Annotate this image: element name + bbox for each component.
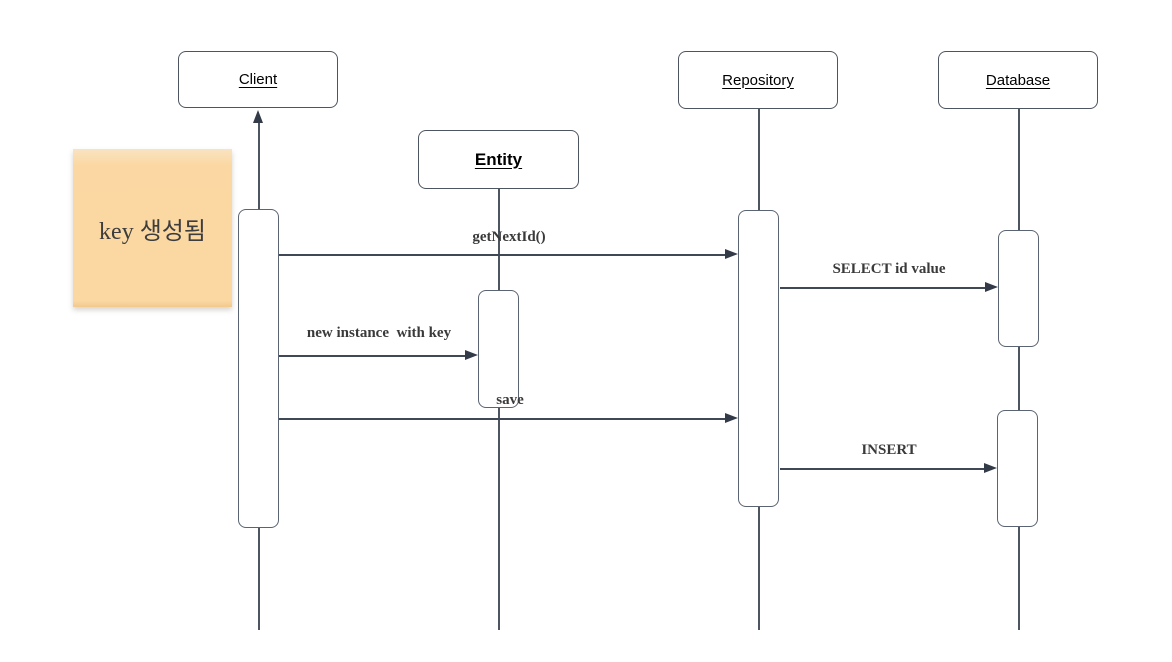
message-select-line	[780, 287, 986, 289]
message-newinstance-arrowhead-icon	[465, 350, 478, 360]
message-select-arrowhead-icon	[985, 282, 998, 292]
message-insert-arrowhead-icon	[984, 463, 997, 473]
lifeline-repository-upper	[758, 109, 760, 210]
lifeline-header-entity-label: Entity	[474, 149, 523, 169]
activation-database-2[interactable]	[997, 410, 1038, 527]
lifeline-entity-upper	[498, 189, 500, 290]
message-getnextid-line	[279, 254, 726, 256]
lifeline-repository-lower	[758, 507, 760, 630]
message-save-arrowhead-icon	[725, 413, 738, 423]
sticky-note[interactable]: key 생성됨	[73, 149, 232, 307]
lifeline-header-repository[interactable]: Repository	[678, 51, 838, 109]
return-arrowhead-up-icon	[253, 110, 263, 123]
message-save-label: save	[496, 392, 524, 408]
lifeline-header-client[interactable]: Client	[178, 51, 338, 108]
lifeline-header-entity[interactable]: Entity	[418, 130, 579, 189]
lifeline-header-database[interactable]: Database	[938, 51, 1098, 109]
message-insert-label: INSERT	[861, 442, 917, 458]
sticky-note-text: key 생성됨	[99, 218, 206, 245]
message-save-line	[279, 418, 726, 420]
activation-database-1[interactable]	[998, 230, 1039, 347]
activation-entity[interactable]	[478, 290, 519, 408]
return-arrow-shaft	[258, 122, 260, 210]
message-select-label: SELECT id value	[832, 261, 946, 277]
message-getnextid-label: getNextId()	[472, 229, 546, 245]
lifeline-header-client-label: Client	[238, 71, 278, 88]
message-insert-line	[780, 468, 985, 470]
lifeline-database-upper	[1018, 109, 1020, 230]
lifeline-database-lower	[1018, 527, 1020, 630]
activation-client[interactable]	[238, 209, 279, 528]
message-newinstance-label: new instance with key	[306, 325, 452, 341]
activation-repository[interactable]	[738, 210, 779, 507]
lifeline-entity-lower	[498, 408, 500, 630]
lifeline-header-database-label: Database	[985, 71, 1051, 89]
message-getnextid-arrowhead-icon	[725, 249, 738, 259]
lifeline-client	[258, 528, 260, 630]
lifeline-database-middle	[1018, 347, 1020, 410]
message-newinstance-line	[279, 355, 466, 357]
lifeline-header-repository-label: Repository	[722, 71, 794, 89]
